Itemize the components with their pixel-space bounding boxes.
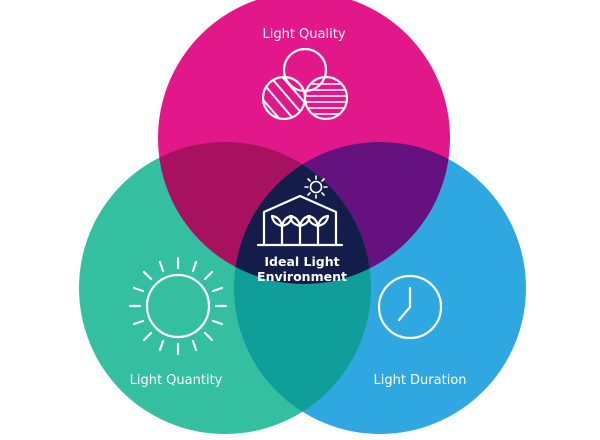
light-quantity-label: Light Quantity: [130, 373, 223, 388]
center-label-line2: Environment: [257, 269, 347, 284]
light-quality-label: Light Quality: [262, 27, 345, 42]
overlapping-circles-icon: [261, 47, 349, 121]
center-label-line1: Ideal Light: [264, 254, 339, 269]
ideal-center-region: [234, 142, 371, 284]
sun-icon: [128, 256, 228, 356]
light-duration-label: Light Duration: [373, 373, 466, 388]
clock-icon: [377, 274, 443, 340]
small-sun-icon: [304, 175, 328, 199]
greenhouse-icon: [256, 194, 344, 247]
